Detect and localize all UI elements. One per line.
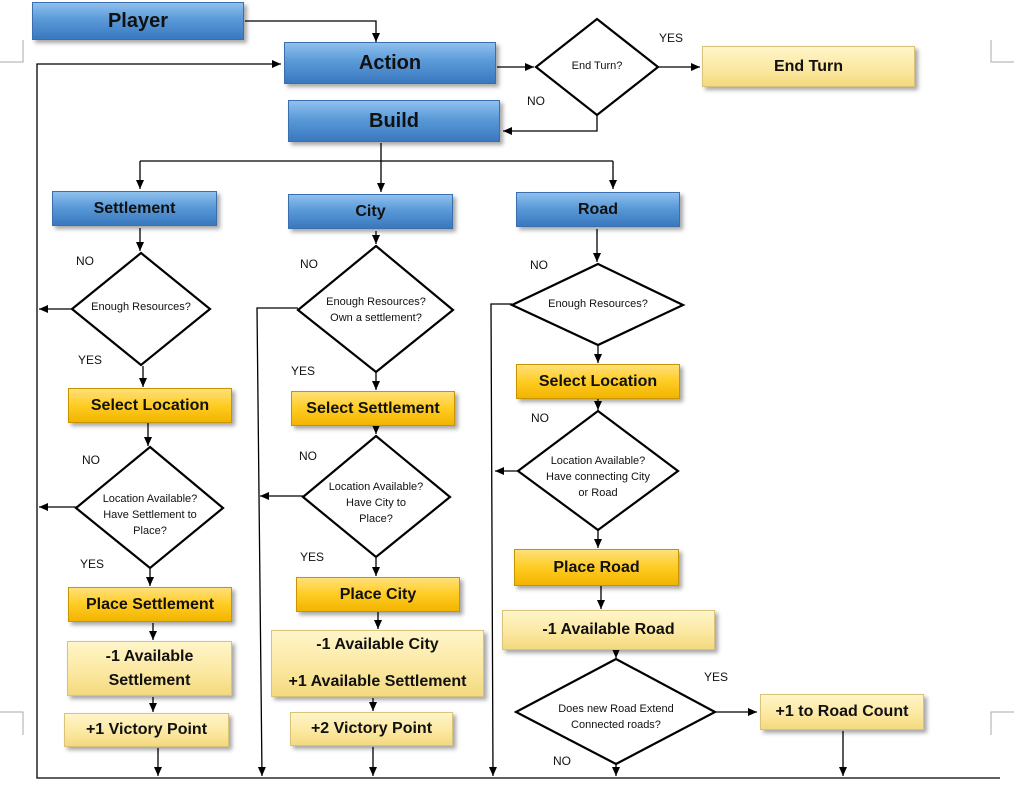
diamond-location-city xyxy=(301,434,452,559)
victory-point-1-box: +1 Victory Point xyxy=(64,713,229,747)
diamond-enough-city xyxy=(296,244,455,374)
road-count-box: +1 to Road Count xyxy=(760,694,924,730)
end-turn-question: End Turn? xyxy=(571,60,623,73)
minus-available-road-box: -1 Available Road xyxy=(502,610,715,650)
yes-label: YES xyxy=(704,670,729,684)
location-available-city-question: Location Available? Have City to Place? xyxy=(328,481,424,525)
plus-available-settlement-text: +1 Available Settlement xyxy=(288,672,467,690)
action-box: Action xyxy=(284,42,496,84)
settlement-box: Settlement xyxy=(52,191,217,226)
enough-resources-settlement-question: Enough Resources? xyxy=(91,301,191,314)
extend-road-question: Does new Road Extend Connected roads? xyxy=(558,703,674,731)
city-resource-box: -1 Available City +1 Available Settlemen… xyxy=(271,630,484,697)
yes-label: YES xyxy=(300,550,325,564)
build-box: Build xyxy=(288,100,500,142)
diamond-enough-settlement xyxy=(70,251,212,367)
diamond-extend-road xyxy=(513,657,718,766)
decision-shapes xyxy=(70,17,718,766)
location-available-settlement-question: Location Available? Have Settlement to P… xyxy=(102,493,198,537)
no-label: NO xyxy=(300,257,318,271)
place-city-box: Place City xyxy=(296,577,460,612)
road-box: Road xyxy=(516,192,680,227)
enough-resources-city-question: Enough Resources? Own a settlement? xyxy=(326,296,426,324)
page-corner-marks xyxy=(0,40,1014,735)
victory-point-2-box: +2 Victory Point xyxy=(290,712,453,746)
minus-available-city-text: -1 Available City xyxy=(316,635,439,653)
yes-label: YES xyxy=(291,364,316,378)
no-label: NO xyxy=(531,411,549,425)
city-box: City xyxy=(288,194,453,229)
diamond-end-turn xyxy=(534,17,660,117)
yes-label: YES xyxy=(659,31,684,45)
no-label: NO xyxy=(299,449,317,463)
connectors xyxy=(36,20,1000,779)
select-location-settlement-box: Select Location xyxy=(68,388,232,423)
player-box: Player xyxy=(32,2,244,40)
place-road-box: Place Road xyxy=(514,549,679,586)
diamond-location-settlement xyxy=(74,445,225,570)
no-label: NO xyxy=(527,94,545,108)
diamond-enough-road xyxy=(509,262,686,347)
location-available-road-question: Location Available? Have connecting City… xyxy=(546,455,650,499)
diamond-location-road xyxy=(516,409,680,532)
no-label: NO xyxy=(530,258,548,272)
select-location-road-box: Select Location xyxy=(516,364,680,399)
no-label: NO xyxy=(553,754,571,768)
minus-available-settlement-box: -1 Available Settlement xyxy=(67,641,232,696)
yes-label: YES xyxy=(78,353,103,367)
yes-label: YES xyxy=(80,557,105,571)
no-label: NO xyxy=(82,453,100,467)
select-settlement-box: Select Settlement xyxy=(291,391,455,426)
no-label: NO xyxy=(76,254,94,268)
enough-resources-road-question: Enough Resources? xyxy=(548,298,648,311)
end-turn-box: End Turn xyxy=(702,46,915,87)
place-settlement-box: Place Settlement xyxy=(68,587,232,622)
